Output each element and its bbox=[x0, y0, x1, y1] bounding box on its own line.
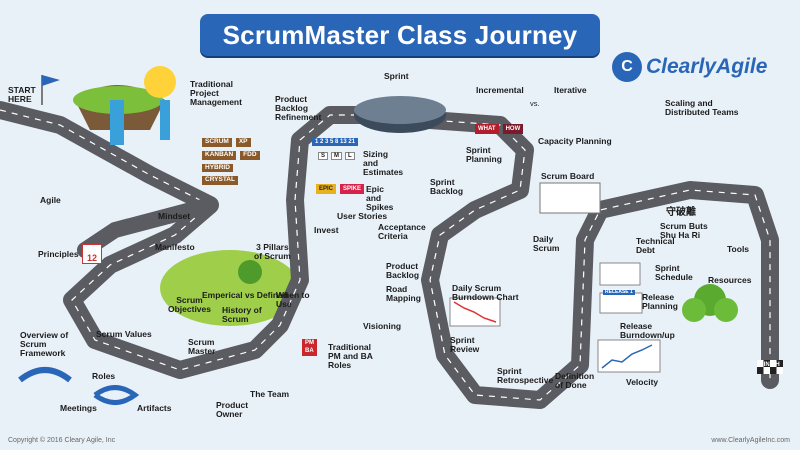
sizing-shirts: S M L bbox=[318, 152, 355, 161]
label-sprint: Sprint bbox=[384, 71, 409, 81]
release-board bbox=[599, 292, 643, 314]
epic-tags: EPIC SPIKE bbox=[316, 184, 365, 195]
size-s: S bbox=[318, 152, 329, 161]
release-tag: RELEASE 1 bbox=[603, 289, 635, 296]
label-scrum-board: Scrum Board bbox=[541, 171, 595, 181]
label-mindset: Mindset bbox=[158, 211, 191, 221]
spike-tag: SPIKE bbox=[340, 184, 365, 195]
title-banner: ScrumMaster Class Journey bbox=[200, 14, 600, 56]
what-sign: WHAT bbox=[475, 124, 499, 135]
pm-ba-sign: PM BA bbox=[302, 339, 317, 356]
label-tools: Tools bbox=[727, 244, 750, 254]
label-invest: Invest bbox=[314, 225, 339, 235]
pillars-grass-area bbox=[160, 250, 300, 326]
label-vs: vs. bbox=[530, 99, 540, 108]
footer-website: www.ClearlyAgileInc.com bbox=[711, 437, 790, 444]
waterfall bbox=[110, 100, 124, 145]
brand-name: ClearlyAgile bbox=[646, 55, 768, 78]
label-scrum-values: Scrum Values bbox=[96, 329, 152, 339]
label-velocity: Velocity bbox=[626, 377, 659, 387]
start-flag bbox=[42, 75, 60, 86]
sun-icon bbox=[144, 66, 176, 98]
sign-crystal: CRYSTAL bbox=[202, 176, 238, 186]
label-emperical: Emperical vs Defined bbox=[202, 290, 288, 300]
sign-fdd: FDD bbox=[240, 150, 260, 160]
pm-tag: PM bbox=[302, 339, 317, 348]
size-l: L bbox=[345, 152, 355, 161]
sign-kanban: KANBAN bbox=[202, 150, 237, 160]
label-incremental: Incremental bbox=[476, 85, 524, 95]
logo-icon: C bbox=[612, 52, 642, 82]
sign-scrum: SCRUM bbox=[202, 138, 232, 147]
label-resources: Resources bbox=[708, 275, 752, 285]
label-roles: Roles bbox=[92, 371, 116, 381]
sign-xp: XP bbox=[235, 138, 251, 147]
what-how-signs: WHAT HOW bbox=[475, 124, 524, 135]
methods-signpost: SCRUM XP KANBAN FDD HYBRID CRYSTAL bbox=[202, 138, 268, 186]
shu-ha-ri-kanji: 守破離 bbox=[666, 207, 696, 218]
cycle-arrows-icon bbox=[93, 385, 140, 405]
label-agile: Agile bbox=[40, 195, 61, 205]
calendar-day: 12 bbox=[86, 252, 97, 263]
label-principles: Principles bbox=[38, 249, 79, 259]
road-branch bbox=[77, 197, 218, 258]
label-artifacts: Artifacts bbox=[137, 403, 172, 413]
epic-tag: EPIC bbox=[316, 184, 337, 195]
label-visioning: Visioning bbox=[363, 321, 402, 331]
overview-arrow bbox=[18, 367, 72, 383]
how-sign: HOW bbox=[502, 124, 524, 135]
label-manifesto: Manifesto bbox=[155, 242, 195, 252]
sprint-schedule-calendar bbox=[599, 262, 641, 286]
sign-hybrid: HYBRID bbox=[202, 163, 233, 173]
finish-label: FINISH bbox=[760, 362, 780, 368]
label-capacity: Capacity Planning bbox=[538, 136, 612, 146]
sizing-numbers: 1 2 3 5 8 13 21 bbox=[312, 138, 359, 147]
scrum-board bbox=[539, 182, 601, 214]
size-m: M bbox=[331, 152, 343, 161]
ba-tag: BA bbox=[302, 347, 317, 356]
brand-logo: C ClearlyAgile bbox=[612, 52, 767, 82]
label-user-stories: User Stories bbox=[337, 211, 388, 221]
footer-copyright: Copyright © 2016 Cleary Agile, Inc bbox=[8, 437, 116, 444]
page-title: ScrumMaster Class Journey bbox=[222, 19, 578, 50]
label-the-team: The Team bbox=[250, 389, 290, 399]
label-meetings: Meetings bbox=[60, 403, 97, 413]
calendar-icon: 12 bbox=[82, 244, 102, 264]
label-iterative: Iterative bbox=[554, 85, 587, 95]
